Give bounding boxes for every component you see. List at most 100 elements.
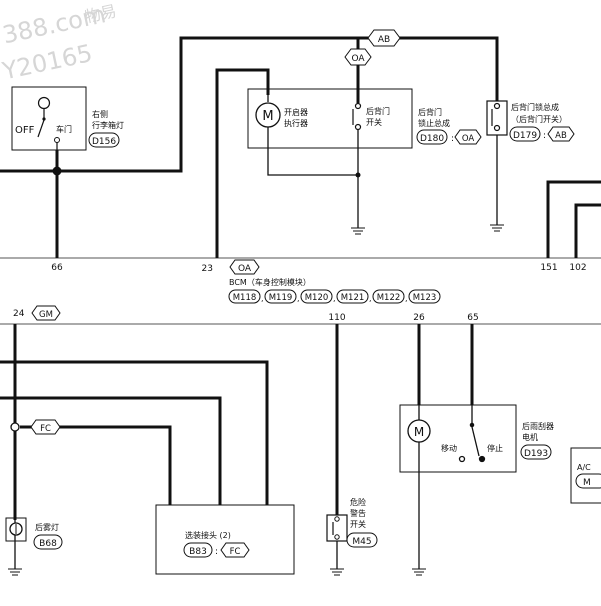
wiper-stop-switch-icon: [458, 405, 486, 463]
hazard-switch-label-1: 危险: [350, 497, 366, 507]
option-connector-name: 选装接头 (2): [185, 530, 231, 540]
connector-oa-top: OA: [351, 54, 365, 64]
option-connector-conn: FC: [230, 547, 241, 557]
opener-actuator-label-2: 执行器: [284, 118, 308, 128]
tailgate-lock-code-badge: [509, 126, 541, 142]
pin-24: 24: [13, 309, 25, 319]
rear-fog-lamp-code: B68: [39, 539, 57, 549]
ac-unit-box: [570, 447, 601, 504]
connector-oa-bcm-tag: [229, 259, 260, 275]
connector-gm-tag: [31, 305, 61, 321]
bcm-code: M121: [341, 293, 365, 303]
ground-symbol: [351, 224, 504, 235]
splice-66: [52, 166, 62, 176]
option-connector-code-badge: [183, 542, 213, 558]
tailgate-lock-label-1: 后背门锁总成: [511, 102, 559, 112]
connector-ab-top: AB: [378, 35, 390, 45]
svg-text::: :: [451, 134, 454, 144]
rear-wiper-code: D193: [524, 449, 548, 459]
pin-110: 110: [328, 313, 345, 323]
trunk-lamp: [11, 86, 87, 151]
hazard-switch-code: M45: [352, 537, 371, 547]
tailgate-assembly-box: [247, 88, 413, 149]
tailgate-lock-code: D179: [513, 131, 537, 141]
pin-151: 151: [540, 263, 557, 273]
bcm-code: M123: [413, 293, 437, 303]
tailgate-switch-label-2: 开关: [366, 117, 382, 127]
wiper-motor-icon: M: [407, 419, 431, 443]
bcm-code-separator: ,: [297, 294, 300, 303]
bcm-code: M120: [305, 293, 329, 303]
tailgate-latch-code: D180: [420, 134, 444, 144]
bcm-code-badges: M118,M119,M120,M121,M122,M123: [228, 289, 441, 304]
tailgate-lock-conn-tag: [547, 126, 575, 142]
ac-unit-code-badge: [575, 473, 601, 489]
bcm-code-badge: [300, 289, 333, 304]
trunk-lamp-code-badge: [88, 132, 120, 148]
pin-23: 23: [202, 264, 213, 274]
ac-unit-code: M: [583, 478, 591, 488]
bcm-code: M122: [377, 293, 401, 303]
bcm-code-badge: [264, 289, 297, 304]
tailgate-latch-conn-tag: [454, 129, 482, 145]
tailgate-switch-label-1: 后背门: [366, 106, 390, 116]
option-connector-code: B83: [189, 547, 207, 557]
motor-icon: M: [255, 95, 281, 132]
trunk-lamp-off-label: OFF: [15, 125, 35, 136]
rear-fog-lamp-code-badge: [33, 534, 63, 550]
trunk-lamp-code: D156: [92, 137, 116, 147]
tailgate-lock-label-2: （后背门开关）: [511, 114, 567, 124]
bcm-code: M118: [233, 293, 257, 303]
bcm-code-badge: [408, 289, 441, 304]
pin-102: 102: [569, 263, 586, 273]
connector-gm: GM: [39, 310, 53, 320]
tailgate-latch-conn: OA: [462, 134, 475, 144]
bcm-code-separator: ,: [333, 294, 336, 303]
bcm-code-separator: ,: [261, 294, 264, 303]
connector-oa-top-tag: [344, 48, 372, 66]
bcm-code: M119: [269, 293, 293, 303]
bcm-code-badge: [336, 289, 369, 304]
svg-text::: :: [543, 131, 546, 141]
rear-fog-lamp-icon: [5, 517, 27, 542]
ground-symbol-lower: [8, 568, 426, 576]
tailgate-lock-conn: AB: [555, 131, 567, 141]
option-connector-conn-tag: [220, 542, 250, 558]
pin-26: 26: [413, 313, 425, 323]
trunk-lamp-name-1: 右侧: [92, 109, 108, 119]
tailgate-latch-code-badge: [416, 129, 448, 145]
tailgate-lock-switch-icon: [486, 100, 508, 136]
hazard-switch-label-2: 警告: [350, 508, 366, 518]
trunk-lamp-name-2: 行李箱灯: [92, 120, 124, 130]
bcm-boundary: [0, 257, 601, 325]
rear-wiper-motor-box: [399, 404, 517, 473]
hazard-switch-code-badge: [346, 532, 378, 548]
svg-text::: :: [215, 547, 218, 557]
pin-65: 65: [467, 313, 478, 323]
tailgate-switch-icon: [352, 102, 362, 131]
pin-66: 66: [51, 263, 63, 273]
wiper-stop-label: 停止: [487, 443, 503, 453]
svg-text:M: M: [414, 425, 424, 439]
tailgate-latch-label-2: 锁止总成: [418, 118, 450, 128]
hazard-switch-icon: [326, 514, 348, 542]
connector-ab-top-tag: [367, 29, 401, 47]
option-connector-box: [155, 504, 295, 575]
rear-wiper-label-2: 电机: [522, 432, 538, 442]
connector-fc: FC: [40, 424, 51, 434]
connector-fc-tag: [30, 419, 61, 435]
upper-thin-wires: [0, 130, 498, 228]
rear-wiper-code-badge: [520, 444, 552, 460]
trunk-lamp-door-label: 车门: [56, 124, 72, 134]
rear-fog-lamp-name: 后雾灯: [35, 522, 59, 532]
lower-wires: [0, 324, 474, 520]
wiper-move-label: 移动: [441, 443, 457, 453]
bcm-code-badge: [228, 289, 261, 304]
bcm-code-separator: ,: [369, 294, 372, 303]
splice-tailgate: [355, 172, 361, 178]
opener-actuator-label-1: 开启器: [284, 107, 308, 117]
tailgate-latch-label-1: 后背门: [418, 107, 442, 117]
connector-oa-bcm: OA: [238, 264, 252, 274]
ac-unit-label: A/C: [577, 463, 591, 472]
